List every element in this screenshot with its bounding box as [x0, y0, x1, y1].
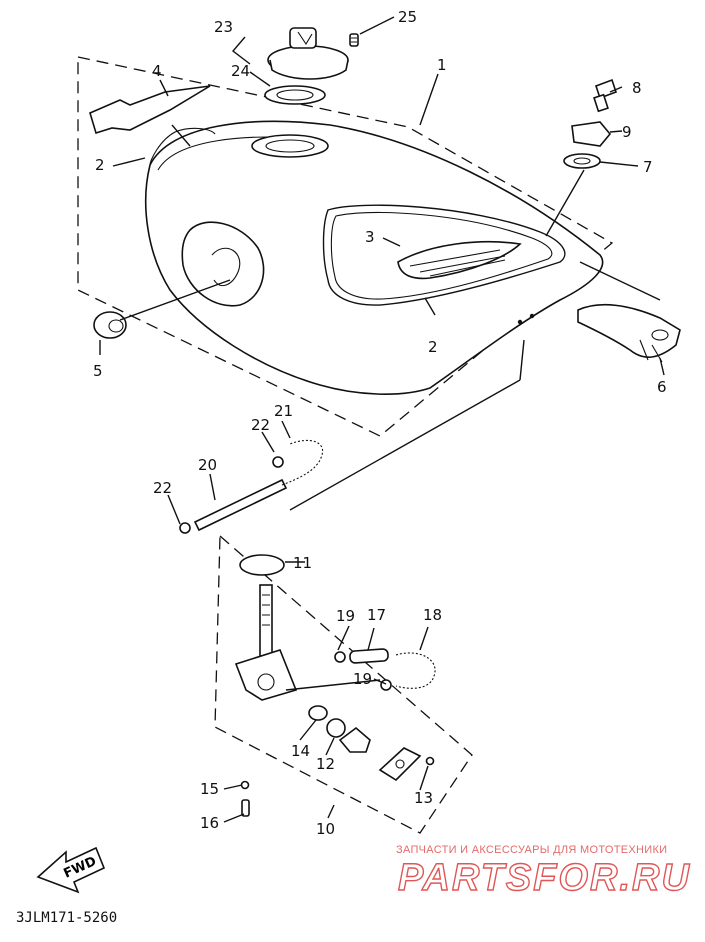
callout-17: 17 [367, 606, 386, 624]
watermark-tagline: ЗАПЧАСТИ И АКСЕССУАРЫ ДЛЯ МОТОТЕХНИКИ [396, 844, 667, 856]
callout-1: 1 [437, 56, 447, 74]
callout-16: 16 [200, 814, 219, 832]
grommet [93, 311, 127, 339]
callout-24: 24 [231, 62, 250, 80]
watermark-logo: PARTSFOR.RU [398, 857, 691, 899]
cap-screw [349, 33, 359, 47]
fuel-hose-18 [395, 652, 436, 689]
callout-21: 21 [274, 402, 293, 420]
plain-washer [563, 153, 601, 169]
callout-3: 3 [365, 228, 375, 246]
callout-6: 6 [657, 378, 667, 396]
drawing-code: 3JLM171-5260 [16, 910, 117, 926]
fuel-cock-gasket [239, 554, 285, 576]
callout-25: 25 [398, 8, 417, 26]
leader-lines [99, 16, 665, 823]
callout-19-lower: 19 [353, 670, 372, 688]
callout-2-lower: 2 [428, 338, 438, 356]
callout-10: 10 [316, 820, 335, 838]
cock-plate [378, 747, 422, 782]
fuel-cock [234, 584, 298, 701]
callout-14: 14 [291, 742, 310, 760]
callout-7: 7 [643, 158, 653, 176]
callout-2-upper: 2 [95, 156, 105, 174]
callout-13: 13 [414, 789, 433, 807]
callout-15: 15 [200, 780, 219, 798]
watermark: ЗАПЧАСТИ И АКСЕССУАРЫ ДЛЯ МОТОТЕХНИКИ PA… [396, 844, 691, 900]
callout-labels: 1 2 2 3 4 5 6 7 8 9 10 11 12 13 14 15 16… [93, 8, 667, 838]
rubber-damper [571, 121, 612, 147]
fuel-tank [145, 120, 604, 395]
callout-5: 5 [93, 362, 103, 380]
callout-22-lower: 22 [153, 479, 172, 497]
callout-22-upper: 22 [251, 416, 270, 434]
hose-clips-upper [179, 456, 284, 534]
cap-gasket [264, 85, 326, 105]
tank-bracket [577, 303, 681, 363]
callout-12: 12 [316, 755, 335, 773]
small-screws [240, 756, 435, 817]
callout-23: 23 [214, 18, 233, 36]
fuel-hose-17 [349, 648, 389, 664]
mount-bolt [593, 78, 618, 113]
callout-20: 20 [198, 456, 217, 474]
fuel-cock-group-outline [214, 534, 473, 834]
fuel-filter-pipe [193, 478, 288, 532]
hose-upper [281, 439, 324, 486]
fuel-cap [267, 27, 349, 80]
fuel-cock-cover [308, 705, 371, 753]
callout-4: 4 [152, 62, 162, 80]
callout-9: 9 [622, 123, 632, 141]
callout-8: 8 [632, 79, 642, 97]
tank-decal [89, 85, 211, 135]
callout-19-upper: 19 [336, 607, 355, 625]
callout-18: 18 [423, 606, 442, 624]
fwd-arrow: FWD [36, 846, 106, 894]
callout-11: 11 [293, 554, 312, 572]
